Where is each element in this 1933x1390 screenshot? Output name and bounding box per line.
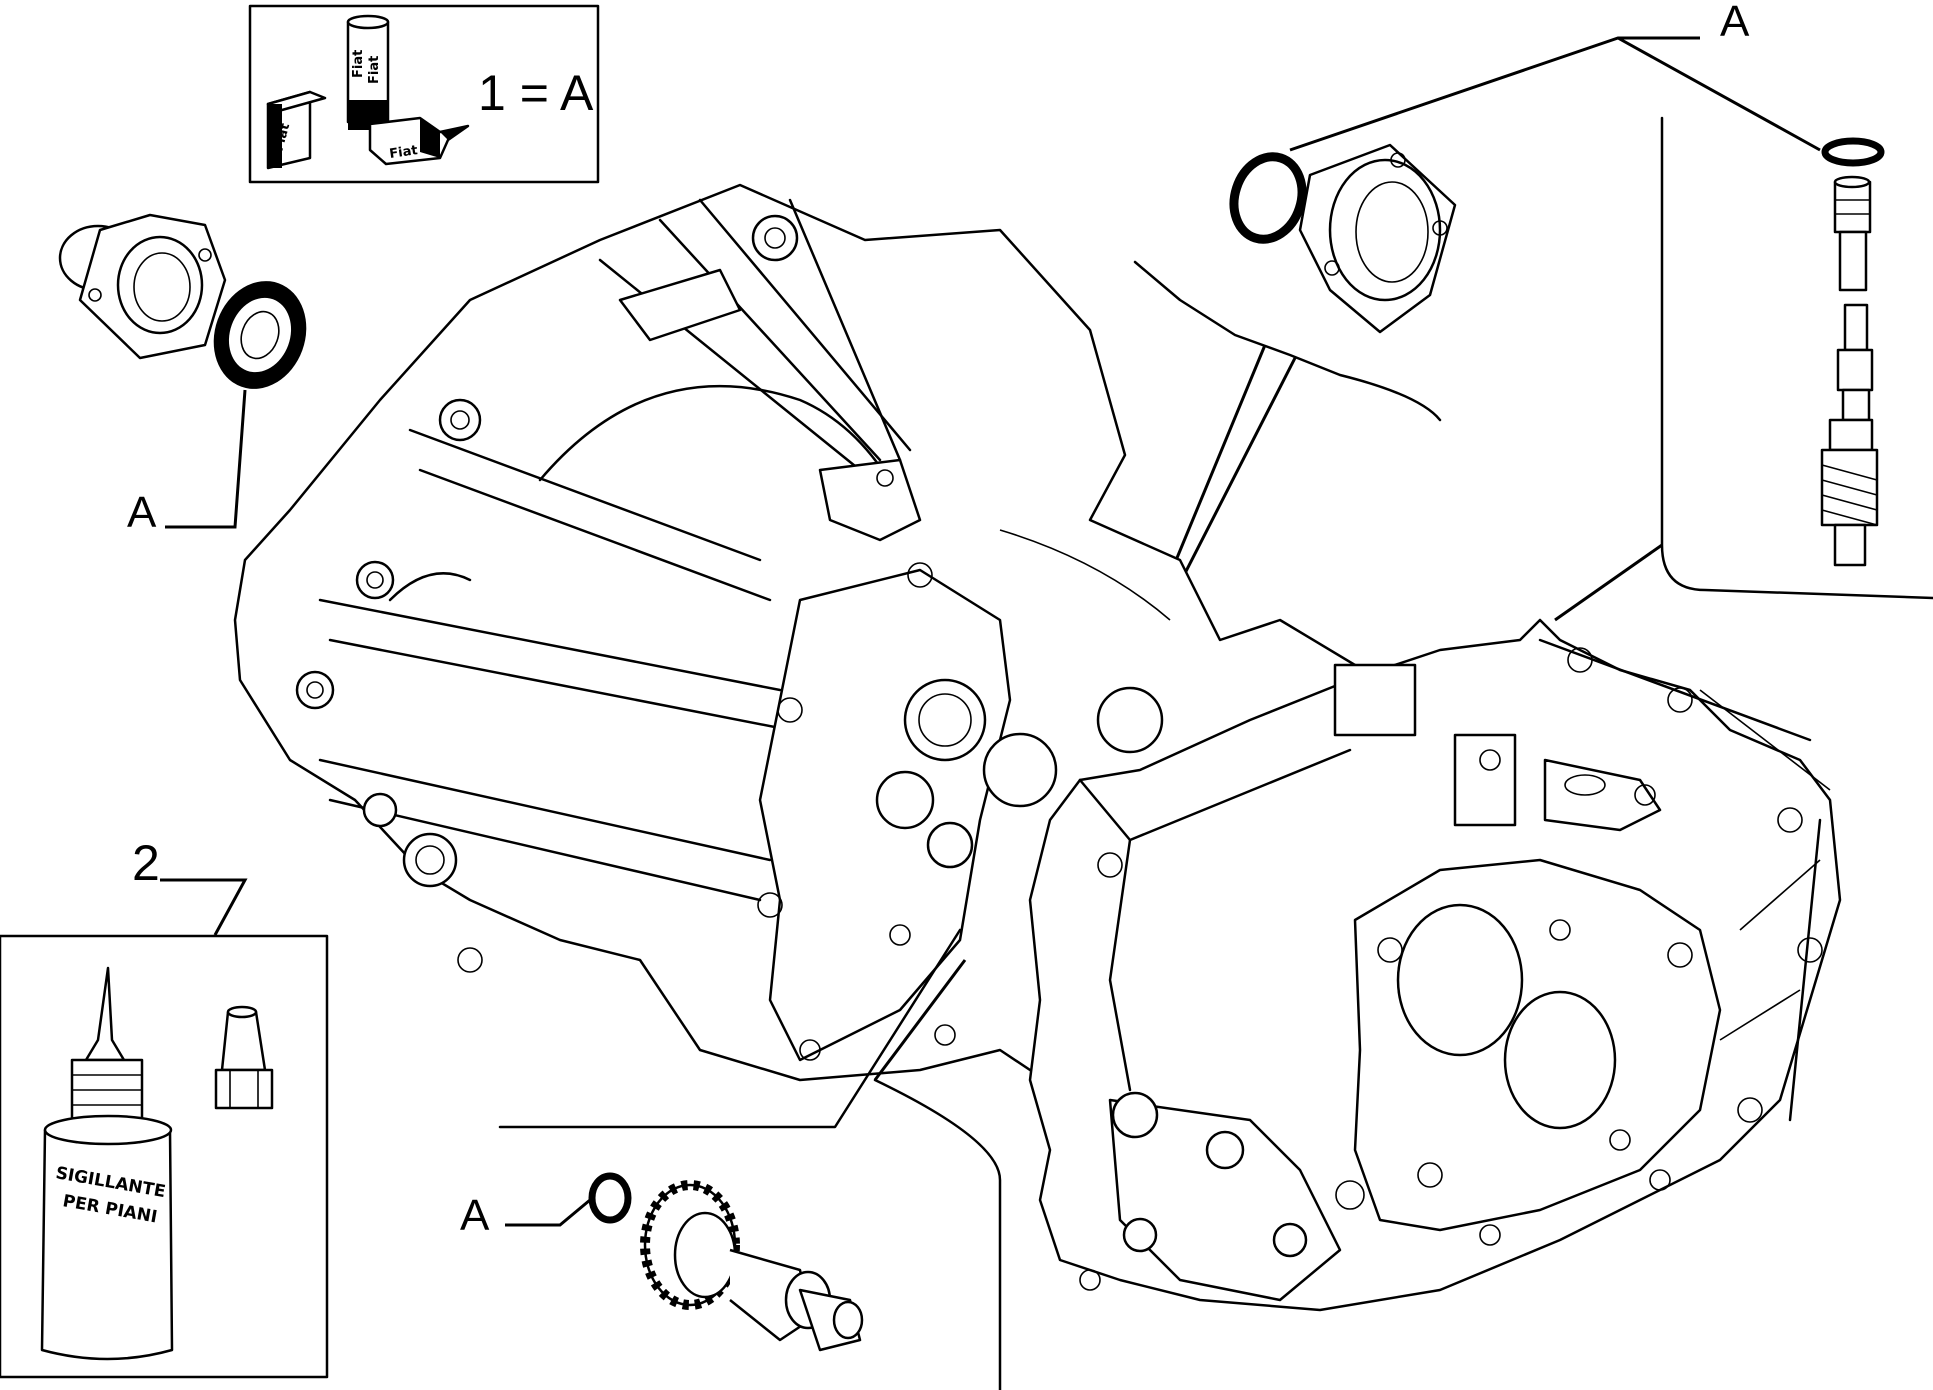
- speedometer-shaft-assembly: [1820, 175, 1879, 567]
- legend-brand-text-3: Fiat: [367, 56, 382, 84]
- callout-number-2: 2: [132, 835, 160, 891]
- o-ring-top: [1229, 152, 1307, 244]
- legend-brand-text-4: Fiat: [388, 143, 418, 162]
- legend-box: Fiat Fiat Fiat Fiat 1 = A: [248, 4, 600, 184]
- bottom-gear-shaft: [640, 1180, 864, 1352]
- label-top-right: A: [1720, 0, 1750, 46]
- leader-right-bracket: [1554, 543, 1663, 622]
- gearbox-housing: [1028, 618, 1842, 1312]
- top-bearing-cover: [1298, 143, 1457, 334]
- legend-brand-text-1: Fiat: [271, 122, 293, 153]
- left-oil-seal: [213, 281, 307, 389]
- sealant-box: [0, 934, 329, 1379]
- o-ring-small-right: [1821, 137, 1885, 167]
- label-bottom-gear: A: [460, 1191, 490, 1240]
- sealant-cap-icon: [214, 1005, 274, 1110]
- leader-bottom-center: [873, 959, 967, 1081]
- leader-top-right-2: [1617, 36, 1821, 152]
- left-bearing-cover: [58, 213, 227, 360]
- leader-left-seal: [165, 389, 247, 529]
- right-bracket: [1660, 116, 1933, 600]
- bottom-center-bracket: [498, 928, 962, 1129]
- fiat-sealant-packages-icon: Fiat Fiat Fiat Fiat: [266, 14, 470, 170]
- legend-brand-text-2: Fiat: [351, 50, 366, 78]
- top-center-bracket: [1133, 260, 1442, 422]
- label-left-seal: A: [127, 488, 157, 537]
- leader-callout-2: [160, 878, 248, 936]
- o-ring-bottom: [588, 1172, 632, 1224]
- leader-top-right-1: [1289, 36, 1700, 152]
- sealant-bottle-icon: SIGILLANTE PER PIANI: [40, 966, 174, 1361]
- legend-equation: 1 = A: [478, 65, 594, 121]
- leader-bottom-gear: [505, 1198, 591, 1227]
- bottom-center-drop: [873, 1078, 1002, 1390]
